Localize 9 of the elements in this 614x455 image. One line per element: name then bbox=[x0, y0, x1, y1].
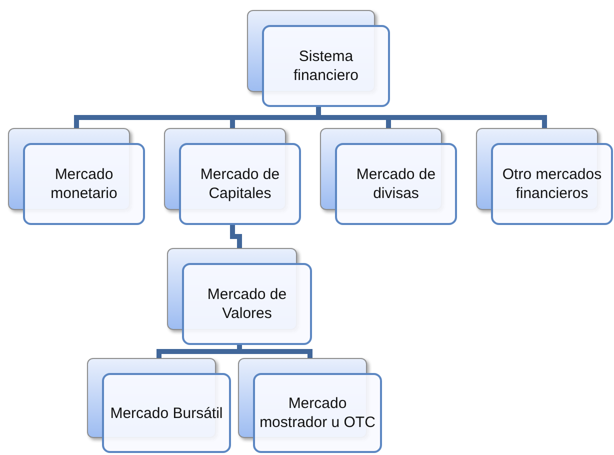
node-label: Sistema financiero bbox=[292, 47, 360, 85]
connector-line bbox=[230, 225, 242, 248]
node-label: Otro mercados financieros bbox=[501, 165, 603, 203]
node-label: Mercado de Capitales bbox=[199, 165, 281, 203]
node-label: Mercado de divisas bbox=[355, 165, 437, 203]
node-label: Mercado mostrador u OTC bbox=[259, 394, 376, 432]
node-label: Mercado monetario bbox=[50, 165, 118, 203]
node-label: Mercado de Valores bbox=[206, 285, 288, 323]
node-label: Mercado Bursátil bbox=[110, 404, 223, 422]
